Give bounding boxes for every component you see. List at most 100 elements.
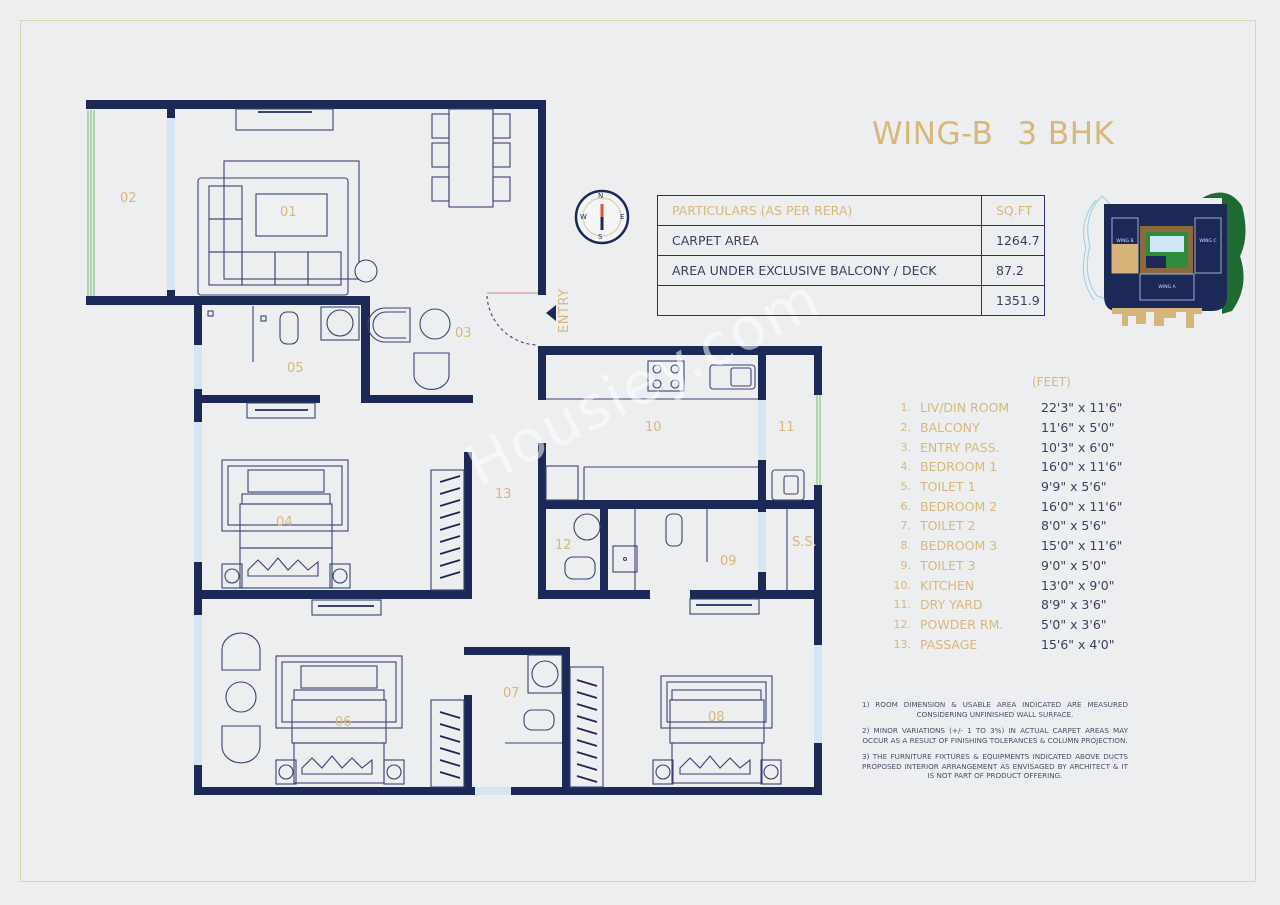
list-item: 1. LIV/DIN ROOM 22'3" x 11'6": [880, 398, 1123, 418]
room-name: BEDROOM 3: [920, 538, 998, 554]
room-label-06: 06: [335, 715, 352, 730]
room-dim: 8'0" x 5'6": [1041, 518, 1107, 534]
header-sqft: SQ.FT: [981, 195, 1045, 226]
row-label: AREA UNDER EXCLUSIVE BALCONY / DECK: [657, 255, 982, 286]
entry-arrow-icon: [546, 305, 556, 321]
room-dim: 13'0" x 9'0": [1041, 577, 1115, 593]
list-item: 10. KITCHEN 13'0" x 9'0": [880, 575, 1122, 595]
note-3: 3) THE FURNITURE FIXTURES & EQUIPMENTS I…: [862, 752, 1128, 780]
room-label-09: 09: [720, 554, 737, 569]
table-row: 1351.9: [657, 285, 1045, 316]
row-label: [657, 285, 982, 316]
room-num: 9.: [900, 558, 912, 572]
room-label-01: 01: [280, 205, 297, 220]
room-dim: 15'6" x 4'0": [1041, 636, 1115, 652]
compass-e: E: [620, 213, 625, 221]
room-num: 11.: [893, 598, 912, 612]
list-item: 9. TOILET 3 9'0" x 5'0": [880, 556, 1122, 576]
unit-type: 3 BHK: [1017, 116, 1115, 152]
room-label-03: 03: [455, 326, 472, 341]
row-value: 1351.9: [981, 285, 1045, 316]
room-name: LIV/DIN ROOM: [920, 400, 1010, 416]
room-num: 5.: [900, 480, 912, 494]
room-num: 4.: [900, 460, 912, 474]
row-value: 87.2: [981, 255, 1045, 286]
room-label-02: 02: [120, 191, 137, 206]
wing-name: WING-B: [872, 116, 994, 152]
site-key-map: WING B WING C WING A: [1082, 192, 1246, 328]
list-item: 5. TOILET 1 9'9" x 5'6": [880, 477, 1122, 497]
note-1: 1) ROOM DIMENSION & USABLE AREA INDICATE…: [862, 700, 1128, 719]
rooms-legend: 1. LIV/DIN ROOM 22'3" x 11'6" 2. BALCONY 11'…: [880, 398, 1123, 654]
room-label-ss: S.S.: [792, 535, 817, 550]
room-num: 2.: [900, 421, 912, 435]
room-label-05: 05: [287, 361, 304, 376]
table-row: CARPET AREA 1264.7: [657, 225, 1045, 256]
room-name: POWDER RM.: [920, 616, 1004, 632]
page-title: WING-B 3 BHK: [872, 116, 1114, 152]
row-value: 1264.7: [981, 225, 1045, 256]
room-label-12: 12: [555, 538, 572, 553]
room-num: 7.: [900, 519, 912, 533]
room-dim: 16'0" x 11'6": [1041, 459, 1123, 475]
room-name: TOILET 2: [920, 518, 976, 534]
room-dim: 5'0" x 3'6": [1041, 616, 1107, 632]
list-item: 8. BEDROOM 3 15'0" x 11'6": [880, 536, 1123, 556]
area-table: PARTICULARS (AS PER RERA) SQ.FT CARPET A…: [657, 195, 1045, 316]
list-item: 3. ENTRY PASS. 10'3" x 6'0": [880, 437, 1122, 457]
row-label: CARPET AREA: [657, 225, 982, 256]
room-label-13: 13: [495, 487, 512, 502]
room-num: 6.: [900, 499, 912, 513]
list-item: 2. BALCONY 11'6" x 5'0": [880, 418, 1122, 438]
room-name: BEDROOM 1: [920, 459, 998, 475]
room-name: BALCONY: [920, 420, 980, 436]
room-name: BEDROOM 2: [920, 498, 998, 514]
room-num: 12.: [893, 617, 912, 631]
room-name: KITCHEN: [920, 577, 975, 593]
svg-text:WING C: WING C: [1199, 238, 1216, 244]
room-num: 10.: [893, 578, 912, 592]
room-dim: 22'3" x 11'6": [1041, 400, 1123, 416]
room-num: 8.: [900, 539, 912, 553]
room-label-04: 04: [276, 515, 293, 530]
list-item: 4. BEDROOM 1 16'0" x 11'6": [880, 457, 1123, 477]
entry-label: ENTRY: [557, 288, 572, 333]
note-2: 2) MINOR VARIATIONS (+/- 1 TO 3%) IN ACT…: [862, 726, 1128, 745]
disclaimer-notes: 1) ROOM DIMENSION & USABLE AREA INDICATE…: [862, 700, 1128, 788]
room-dim: 16'0" x 11'6": [1041, 498, 1123, 514]
room-num: 1.: [900, 401, 912, 415]
room-dim: 8'9" x 3'6": [1041, 597, 1107, 613]
page-frame: [20, 20, 1256, 882]
room-dim: 10'3" x 6'0": [1041, 439, 1115, 455]
room-dim: 11'6" x 5'0": [1041, 420, 1115, 436]
list-item: 6. BEDROOM 2 16'0" x 11'6": [880, 496, 1123, 516]
room-label-11: 11: [778, 420, 795, 435]
list-item: 7. TOILET 2 8'0" x 5'6": [880, 516, 1122, 536]
room-dim: 9'9" x 5'6": [1041, 479, 1107, 495]
room-name: DRY YARD: [920, 597, 983, 613]
compass-icon: [574, 189, 630, 245]
dimension-unit: (FEET): [1032, 375, 1071, 389]
room-name: TOILET 3: [920, 557, 976, 573]
compass-w: W: [580, 213, 587, 221]
room-num: 13.: [893, 637, 912, 651]
room-label-08: 08: [708, 710, 725, 725]
list-item: 12. POWDER RM. 5'0" x 3'6": [880, 615, 1122, 635]
room-dim: 15'0" x 11'6": [1041, 538, 1123, 554]
svg-text:WING A: WING A: [1158, 284, 1176, 290]
list-item: 11. DRY YARD 8'9" x 3'6": [880, 595, 1122, 615]
svg-text:WING B: WING B: [1116, 238, 1133, 244]
list-item: 13. PASSAGE 15'6" x 4'0": [880, 634, 1122, 654]
room-num: 3.: [900, 440, 912, 454]
table-row: AREA UNDER EXCLUSIVE BALCONY / DECK 87.2: [657, 255, 1045, 286]
room-dim: 9'0" x 5'0": [1041, 557, 1107, 573]
area-table-header: PARTICULARS (AS PER RERA) SQ.FT: [657, 195, 1045, 226]
compass-s: S: [598, 233, 603, 241]
room-name: TOILET 1: [920, 479, 976, 495]
room-name: ENTRY PASS.: [920, 439, 1000, 455]
room-label-07: 07: [503, 686, 520, 701]
room-name: PASSAGE: [920, 636, 978, 652]
header-particulars: PARTICULARS (AS PER RERA): [657, 195, 982, 226]
room-label-10: 10: [645, 420, 662, 435]
